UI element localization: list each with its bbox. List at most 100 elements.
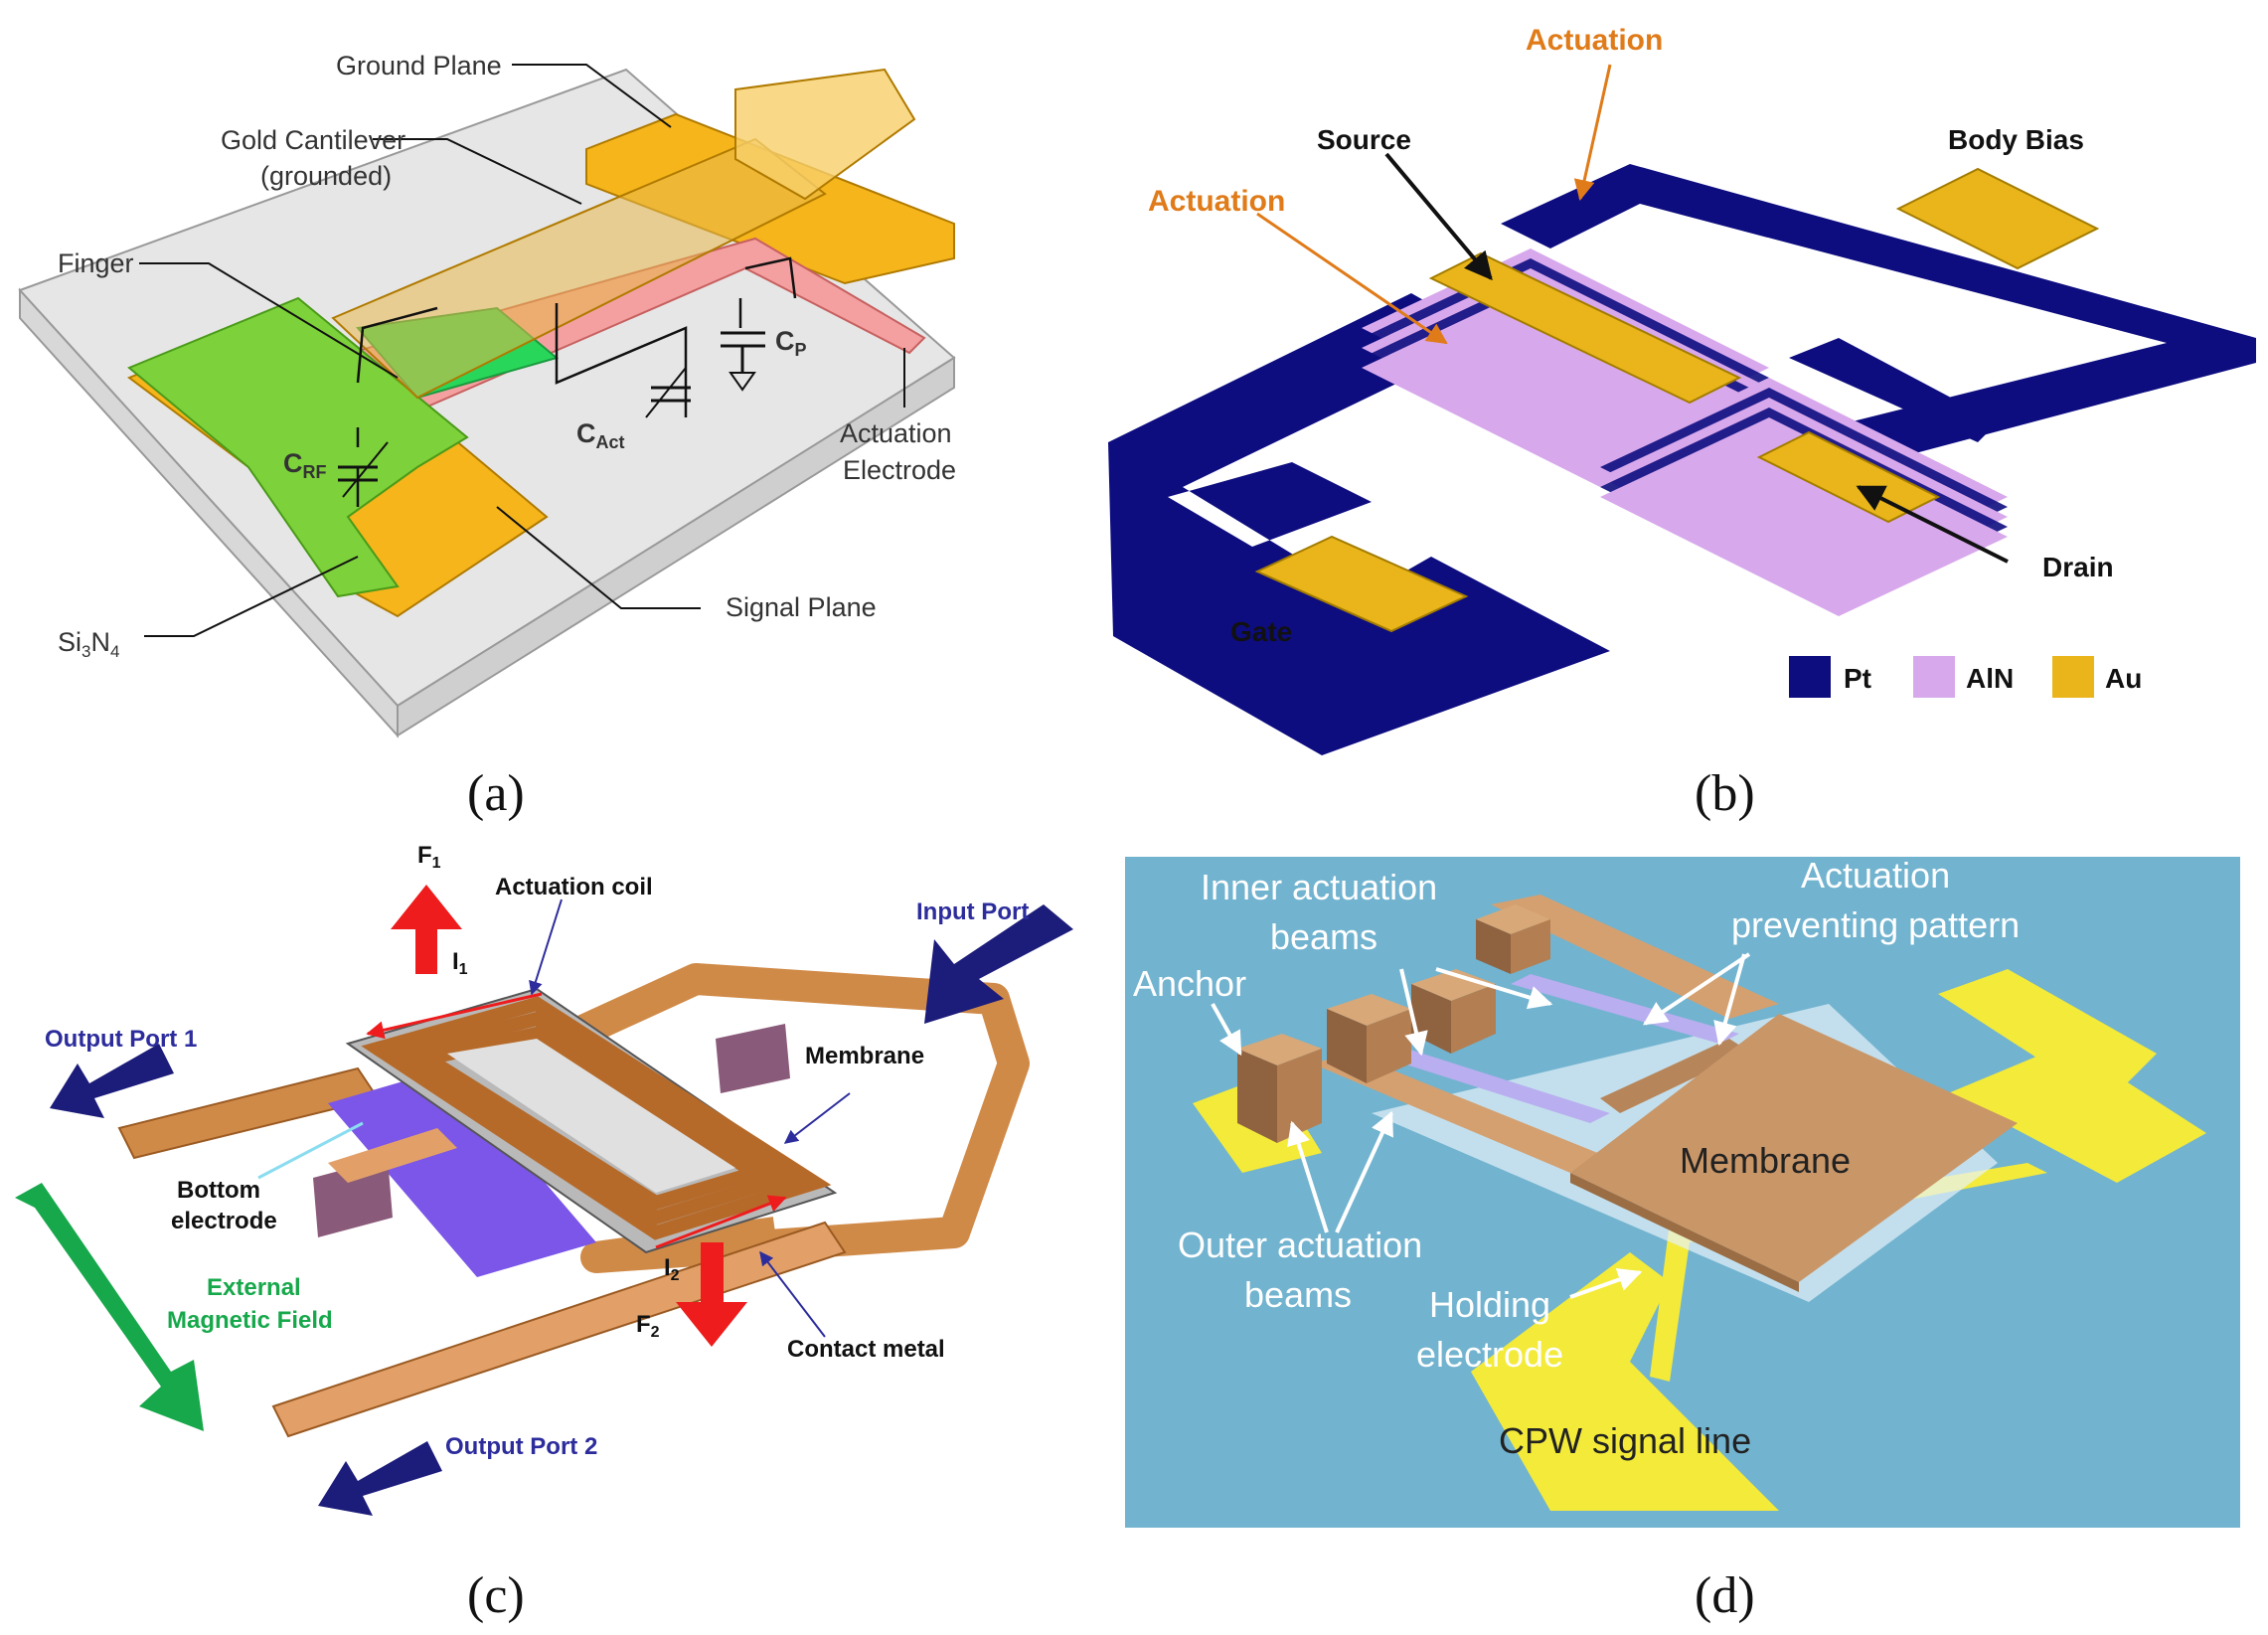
panel-c: F1 Actuation coil Input Port I1 Output P… bbox=[15, 842, 1073, 1516]
force-arrow-f1 bbox=[391, 885, 462, 974]
label-actuation-coil: Actuation coil bbox=[495, 874, 653, 900]
label-output-port-1: Output Port 1 bbox=[45, 1026, 197, 1053]
capacitor-cact bbox=[645, 367, 691, 418]
label-inner-2: beams bbox=[1270, 916, 1377, 957]
label-outer-1: Outer actuation bbox=[1178, 1225, 1422, 1265]
label-drain: Drain bbox=[2042, 552, 2114, 582]
label-signal-plane: Signal Plane bbox=[726, 592, 877, 622]
leader-signal bbox=[496, 506, 701, 609]
label-actuation-1: Actuation bbox=[840, 418, 952, 448]
pt-frame-right bbox=[1789, 338, 1998, 442]
au-gate bbox=[1254, 535, 1469, 633]
legend-b: Pt AlN Au bbox=[1789, 656, 2142, 698]
legend-label-aln: AlN bbox=[1966, 663, 2014, 694]
label-i1: I1 bbox=[452, 948, 468, 978]
label-ground-plane: Ground Plane bbox=[336, 51, 502, 81]
si3n4-layer bbox=[127, 296, 469, 598]
arrow-actuation-left bbox=[1256, 212, 1448, 345]
label-bottom-2: electrode bbox=[171, 1208, 277, 1234]
force-arrow-f2 bbox=[676, 1242, 747, 1347]
output-port-2-line bbox=[271, 1221, 847, 1438]
label-cpw: CPW signal line bbox=[1499, 1420, 1751, 1461]
caption-c: (c) bbox=[467, 1567, 525, 1624]
label-cantilever-1: Gold Cantilever bbox=[221, 125, 405, 155]
arrow-source bbox=[1384, 152, 1493, 281]
leader-cantilever bbox=[373, 138, 582, 205]
input-port-line bbox=[569, 963, 1030, 1273]
membrane-frame-left bbox=[1312, 1054, 1610, 1173]
inner-beam-1 bbox=[1372, 1044, 1610, 1123]
bottom-electrode-tip bbox=[328, 1128, 457, 1183]
legend-swatch-aln bbox=[1913, 656, 1955, 698]
arrow-external-field bbox=[15, 1183, 204, 1431]
label-source: Source bbox=[1317, 124, 1411, 155]
label-crf: CRF bbox=[283, 448, 327, 482]
label-contact-metal: Contact metal bbox=[787, 1336, 945, 1363]
membrane-frame-top bbox=[1491, 895, 1779, 1019]
leader-si3n4 bbox=[144, 556, 359, 637]
capacitor-cp bbox=[721, 331, 765, 392]
label-finger: Finger bbox=[58, 248, 134, 278]
label-actuation-top: Actuation bbox=[1526, 24, 1663, 57]
label-actuation-left: Actuation bbox=[1148, 185, 1285, 218]
arrow-input-port bbox=[924, 904, 1073, 1024]
pt-frame bbox=[1108, 293, 1610, 755]
pt-frame-top bbox=[1501, 164, 2256, 492]
capacitor-crf bbox=[338, 441, 389, 498]
current-i2 bbox=[655, 1195, 787, 1249]
cpw-ground-bottom bbox=[1471, 1252, 1779, 1511]
panel-a: Ground Plane Gold Cantilever (grounded) … bbox=[18, 51, 956, 738]
label-membrane-d: Membrane bbox=[1680, 1140, 1851, 1181]
panel-b: Actuation Actuation Source Body Bias Dra… bbox=[1108, 24, 2256, 755]
inner-beam-2 bbox=[1511, 974, 1739, 1044]
label-body-bias: Body Bias bbox=[1948, 124, 2084, 155]
bottom-electrode-pad bbox=[328, 1068, 596, 1277]
au-drain bbox=[1756, 430, 1941, 524]
legend-label-pt: Pt bbox=[1844, 663, 1871, 694]
arrow-drain bbox=[1856, 485, 2009, 564]
label-act-prev-2: preventing pattern bbox=[1731, 904, 2020, 945]
actuation-preventing-pattern bbox=[1600, 1039, 1749, 1113]
au-body-bias bbox=[1895, 167, 2100, 270]
label-input-port: Input Port bbox=[916, 899, 1029, 925]
pillar-left bbox=[313, 1158, 393, 1237]
label-holding-2: electrode bbox=[1416, 1334, 1563, 1375]
label-external-1: External bbox=[207, 1274, 301, 1301]
label-gate: Gate bbox=[1230, 616, 1292, 647]
cpw-ground-right-mid bbox=[1948, 1044, 2206, 1183]
membrane-plate-side bbox=[1570, 1173, 1799, 1292]
caption-a: (a) bbox=[467, 765, 525, 822]
legend-swatch-pt bbox=[1789, 656, 1831, 698]
membrane-plate bbox=[1570, 1014, 2018, 1282]
legend-label-au: Au bbox=[2105, 663, 2142, 694]
current-i1 bbox=[366, 992, 543, 1040]
arrow-actuation-top bbox=[1573, 64, 1612, 202]
leader-contact-metal bbox=[759, 1250, 826, 1338]
label-i2: I2 bbox=[664, 1254, 680, 1284]
label-cantilever-2: (grounded) bbox=[260, 161, 392, 191]
arrow-output-port-1 bbox=[50, 1044, 174, 1118]
white-arrows bbox=[1211, 952, 1751, 1299]
label-outer-2: beams bbox=[1244, 1274, 1352, 1315]
arrow-output-port-2 bbox=[318, 1441, 442, 1516]
label-anchor: Anchor bbox=[1133, 963, 1246, 1004]
label-output-port-2: Output Port 2 bbox=[445, 1433, 597, 1460]
label-holding-1: Holding bbox=[1429, 1284, 1550, 1325]
leader-actuation-coil bbox=[529, 899, 563, 996]
substrate-front bbox=[19, 287, 399, 738]
label-si3n4: Si3N4 bbox=[58, 627, 119, 661]
label-membrane: Membrane bbox=[805, 1043, 924, 1069]
caption-b: (b) bbox=[1695, 765, 1755, 822]
circuit-wires bbox=[356, 256, 797, 507]
leader-membrane bbox=[783, 1092, 851, 1144]
label-external-2: Magnetic Field bbox=[167, 1307, 333, 1334]
actuation-coil bbox=[361, 996, 832, 1240]
pillar-right bbox=[716, 1024, 790, 1093]
label-bottom-1: Bottom bbox=[177, 1177, 260, 1204]
label-f2: F2 bbox=[636, 1311, 660, 1341]
cantilever-anchor bbox=[734, 68, 916, 201]
leader-bottom-electrode bbox=[257, 1121, 364, 1180]
label-act-prev-1: Actuation bbox=[1801, 855, 1950, 896]
label-actuation-2: Electrode bbox=[843, 455, 956, 485]
